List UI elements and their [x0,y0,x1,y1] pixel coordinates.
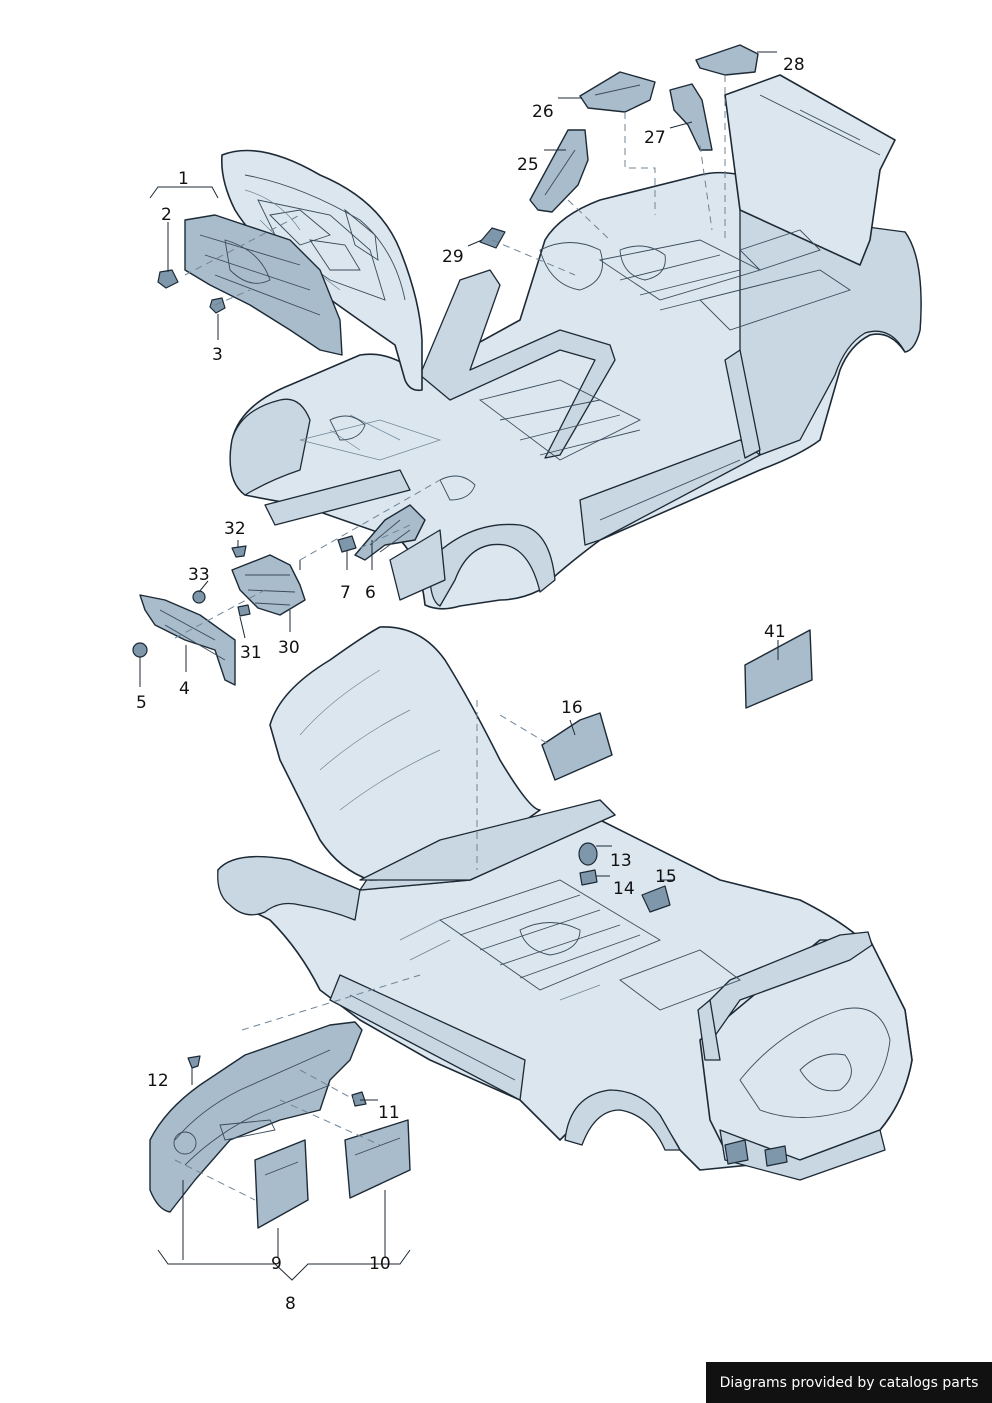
callout-30: 30 [278,638,300,658]
part-26-panel [579,71,656,113]
lower-car-body [217,799,913,1181]
callout-6: 6 [365,583,376,603]
callout-11: 11 [378,1103,400,1123]
part-10-panel [344,1119,411,1199]
part-8-bulkhead-insulation [149,1021,363,1213]
part-25-bracket [529,129,589,213]
part-27-bracket [669,83,713,151]
part-12-screw [187,1055,201,1069]
part-9-panel [254,1139,309,1229]
part-2-clip [157,269,179,289]
callout-14: 14 [613,879,635,899]
callout-8: 8 [285,1294,296,1314]
callout-26: 26 [532,102,554,122]
part-33-rivet [192,590,206,604]
footer-credit-badge: Diagrams provided by catalogs parts [706,1362,992,1403]
callout-33: 33 [188,565,210,585]
dashed-guide-lines [174,75,726,1201]
callout-1: 1 [178,169,189,189]
part-41-mat [744,629,813,709]
callout-7: 7 [340,583,351,603]
part-31-clip [237,604,251,617]
part-16-bracket [541,712,613,781]
callout-28: 28 [783,55,805,75]
callout-29: 29 [442,247,464,267]
callout-32: 32 [224,519,246,539]
callout-13: 13 [610,851,632,871]
callout-9: 9 [271,1254,282,1274]
upper-car-body [229,74,922,610]
part-1-hood-insulation [184,214,343,356]
part-30-duct [231,554,306,616]
part-15-bracket [641,885,671,913]
part-29-plug [479,227,506,249]
callout-10: 10 [369,1254,391,1274]
callout-3: 3 [212,345,223,365]
part-7-clip [337,535,357,553]
callout-12: 12 [147,1071,169,1091]
callout-41: 41 [764,622,786,642]
callout-16: 16 [561,698,583,718]
callout-4: 4 [179,679,190,699]
callout-31: 31 [240,643,262,663]
callout-25: 25 [517,155,539,175]
callout-15: 15 [655,867,677,887]
part-13-plug [578,842,598,866]
callout-5: 5 [136,693,147,713]
upper-hood [220,149,423,392]
callout-2: 2 [161,205,172,225]
part-4-liner [139,594,236,686]
part-3-clip [209,297,226,314]
leader-lines [139,51,779,1281]
part-32-screw [231,545,247,558]
part-5-rivet [132,642,148,658]
part-11-clip [351,1091,367,1107]
part-28-panel [695,44,759,76]
lower-hood [269,626,616,881]
callout-27: 27 [644,128,666,148]
part-14-clip [579,869,598,886]
callout-labels: 1 2 3 4 5 6 7 8 9 10 11 12 13 14 15 16 2… [136,55,805,1314]
